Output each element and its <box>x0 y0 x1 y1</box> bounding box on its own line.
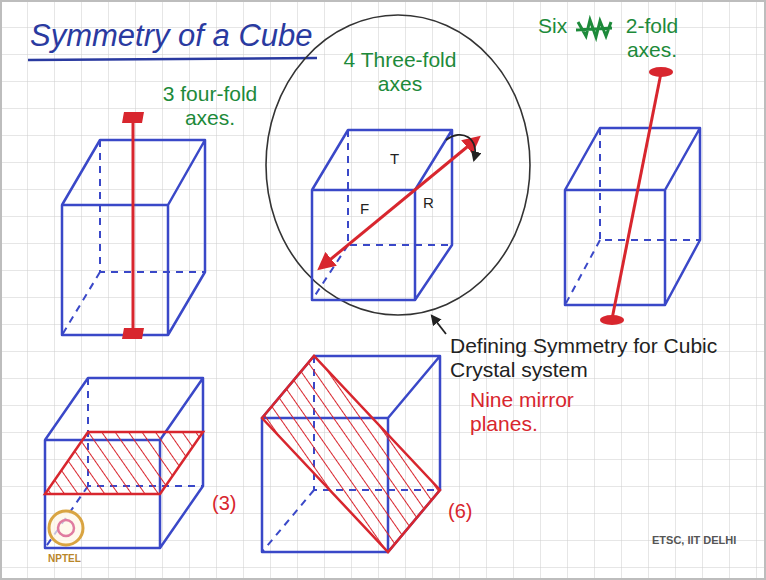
axis-caption: 3 four-fold axes. <box>140 82 280 130</box>
highlight-circle <box>266 15 530 315</box>
hidden-edges <box>262 356 440 552</box>
cube-mirror-diagonal <box>262 356 440 552</box>
axis-caption: Six <box>538 14 567 38</box>
crossed-out-word <box>576 20 612 37</box>
logo-text: NPTEL <box>48 553 81 565</box>
rotation-arrow <box>446 135 475 160</box>
hidden-edges <box>312 130 452 300</box>
title-underline <box>28 58 317 60</box>
callout-number: (6) <box>448 500 472 523</box>
face-letter: F <box>360 200 369 217</box>
cube-three-fold <box>312 130 478 300</box>
rotation-axis <box>132 118 135 332</box>
note: Nine mirror planes. <box>470 388 610 436</box>
cube-four-fold <box>62 112 205 339</box>
note: Defining Symmetry for Cubic Crystal syst… <box>450 334 750 382</box>
cube-edges <box>312 130 452 300</box>
cube-mirror-horizontal <box>45 378 203 548</box>
cube-two-fold <box>565 67 700 325</box>
hidden-edges <box>45 378 203 548</box>
axis-caption: 2-fold axes. <box>615 14 689 62</box>
slide-title: Symmetry of a Cube <box>30 18 313 54</box>
callout-number: (3) <box>212 492 236 515</box>
cube-edges <box>262 356 440 552</box>
rotation-axis <box>612 73 661 319</box>
axis-caption: 4 Three-fold axes <box>325 48 475 96</box>
mirror-plane <box>45 432 203 494</box>
logo <box>49 511 83 545</box>
watermark: ETSC, IIT DELHI <box>652 534 736 547</box>
mirror-plane <box>262 356 440 552</box>
cube-edges <box>45 378 203 548</box>
axis-flag <box>122 112 144 123</box>
pointer-arrow <box>432 316 446 334</box>
axis-flag <box>600 315 624 325</box>
rotation-axis <box>320 138 478 268</box>
face-letter: R <box>423 194 434 211</box>
logo-core <box>58 520 74 536</box>
logo-ring <box>49 511 83 545</box>
face-letter: T <box>390 150 399 167</box>
axis-flag <box>122 328 144 339</box>
axis-flag <box>649 67 673 77</box>
